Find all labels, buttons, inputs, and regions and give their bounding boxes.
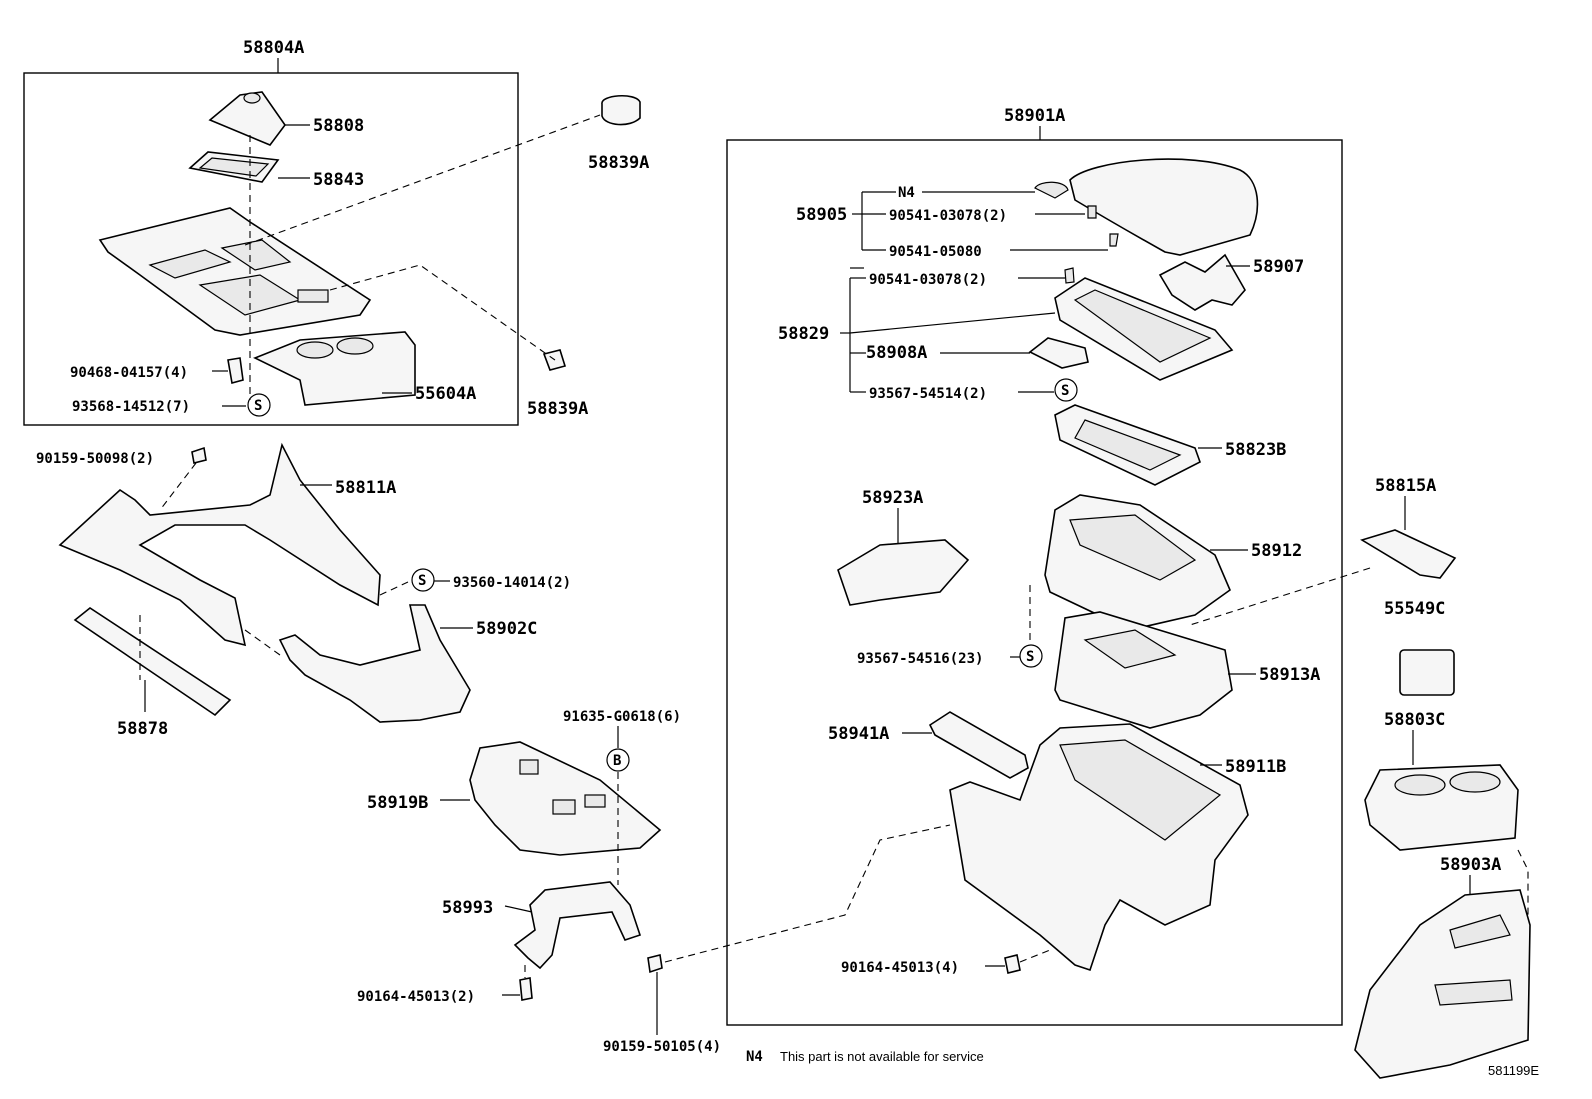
group-58804A-label: 58804A <box>243 38 304 58</box>
part-58913A-label: 58913A <box>1259 665 1320 685</box>
part-58911B-label: 58911B <box>1225 757 1286 777</box>
bolt-90164-right <box>1004 954 1021 974</box>
part-90159-50098-label: 90159-50098(2) <box>36 451 154 467</box>
part-90159-50105-label: 90159-50105(4) <box>603 1039 721 1055</box>
part-91635-label: 91635-G0618(6) <box>563 709 681 725</box>
part-93567-54514-label: 93567-54514(2) <box>869 386 987 402</box>
console-lid-58905 <box>1069 158 1259 256</box>
bracket-58919B <box>469 741 662 856</box>
part-90468-label: 90468-04157(4) <box>70 365 188 381</box>
latch-58908A <box>1028 337 1089 369</box>
bolt-90159-50098 <box>191 446 207 464</box>
part-58993-label: 58993 <box>442 898 493 918</box>
bolt-90164-left <box>519 977 533 1001</box>
bracket-58923A <box>837 539 970 606</box>
screw-symbol-letter: S <box>418 573 426 589</box>
part-58923A-label: 58923A <box>862 488 923 508</box>
screw-symbol-93560 <box>411 568 435 592</box>
part-93568-label: 93568-14512(7) <box>72 399 190 415</box>
part-58908A-label-visible: 58908A <box>866 343 927 363</box>
part-58912-label: 58912 <box>1251 541 1302 561</box>
ashtray-55604A <box>253 331 416 406</box>
group-58901A-box <box>726 139 1343 1026</box>
pad-58815A <box>1360 529 1457 579</box>
trim-58941A <box>928 711 1029 779</box>
part-90164-right-label: 90164-45013(4) <box>841 960 959 976</box>
part-58843-label: 58843 <box>313 170 364 190</box>
part-90164-left-label: 90164-45013(2) <box>357 989 475 1005</box>
shift-boot-58808 <box>208 91 286 146</box>
hinge-58907 <box>1158 253 1246 311</box>
part-N4-label: N4 <box>898 185 915 201</box>
part-58839A-small-label: 58839A <box>527 399 588 419</box>
screw-symbol-93567-54514 <box>1054 378 1078 402</box>
trim-strip-58878 <box>73 607 232 717</box>
console-side-panel-58811A <box>58 442 381 647</box>
clip-90468 <box>227 357 244 385</box>
part-58803C-label: 58803C <box>1384 710 1445 730</box>
part-58941A-label: 58941A <box>828 724 889 744</box>
screw-symbol-letter: S <box>1026 649 1034 665</box>
bolt-symbol-91635 <box>606 748 630 772</box>
bolt-90159-50105 <box>647 954 663 974</box>
part-58839A-top-label: 58839A <box>588 153 649 173</box>
part-58919B-label: 58919B <box>367 793 428 813</box>
group-58901A-label: 58901A <box>1004 106 1065 126</box>
drawing-id: 581199E <box>1488 1063 1539 1078</box>
cap-58839A-top <box>601 95 641 126</box>
footer-note-code: N4 <box>746 1049 763 1065</box>
screw-symbol-letter: S <box>1061 383 1069 399</box>
part-55549C-label: 55549C <box>1384 599 1445 619</box>
screw-symbol-letter: S <box>254 398 262 414</box>
part-58907-label: 58907 <box>1253 257 1304 277</box>
part-90541-03078-b-label: 90541-03078(2) <box>869 272 987 288</box>
screw-symbol-93568 <box>247 393 271 417</box>
part-93567-54516-label: 93567-54516(23) <box>857 651 983 667</box>
part-55604A-label: 55604A <box>415 384 476 404</box>
console-upper-panel <box>98 207 372 336</box>
part-58903A-label: 58903A <box>1440 855 1501 875</box>
bracket-58993 <box>513 881 642 970</box>
part-58829-label: 58829 <box>778 324 829 344</box>
footer-note-text: This part is not available for service <box>780 1049 984 1064</box>
pad-55549C <box>1399 649 1455 696</box>
box-58913A <box>1054 611 1233 729</box>
part-90541-05080-label: 90541-05080 <box>889 244 982 260</box>
bracket-58902C <box>278 604 471 723</box>
screw-symbol-93567-54516 <box>1019 644 1043 668</box>
part-58811A-label: 58811A <box>335 478 396 498</box>
bolt-symbol-letter: B <box>613 753 621 769</box>
part-58815A-label: 58815A <box>1375 476 1436 496</box>
part-90541-03078-a-label: 90541-03078(2) <box>889 208 1007 224</box>
part-58902C-label: 58902C <box>476 619 537 639</box>
part-58878-label: 58878 <box>117 719 168 739</box>
group-58804A-box <box>23 72 519 426</box>
part-58808-label: 58808 <box>313 116 364 136</box>
part-58905-label: 58905 <box>796 205 847 225</box>
part-58823B-label: 58823B <box>1225 440 1286 460</box>
part-93560-label: 93560-14014(2) <box>453 575 571 591</box>
